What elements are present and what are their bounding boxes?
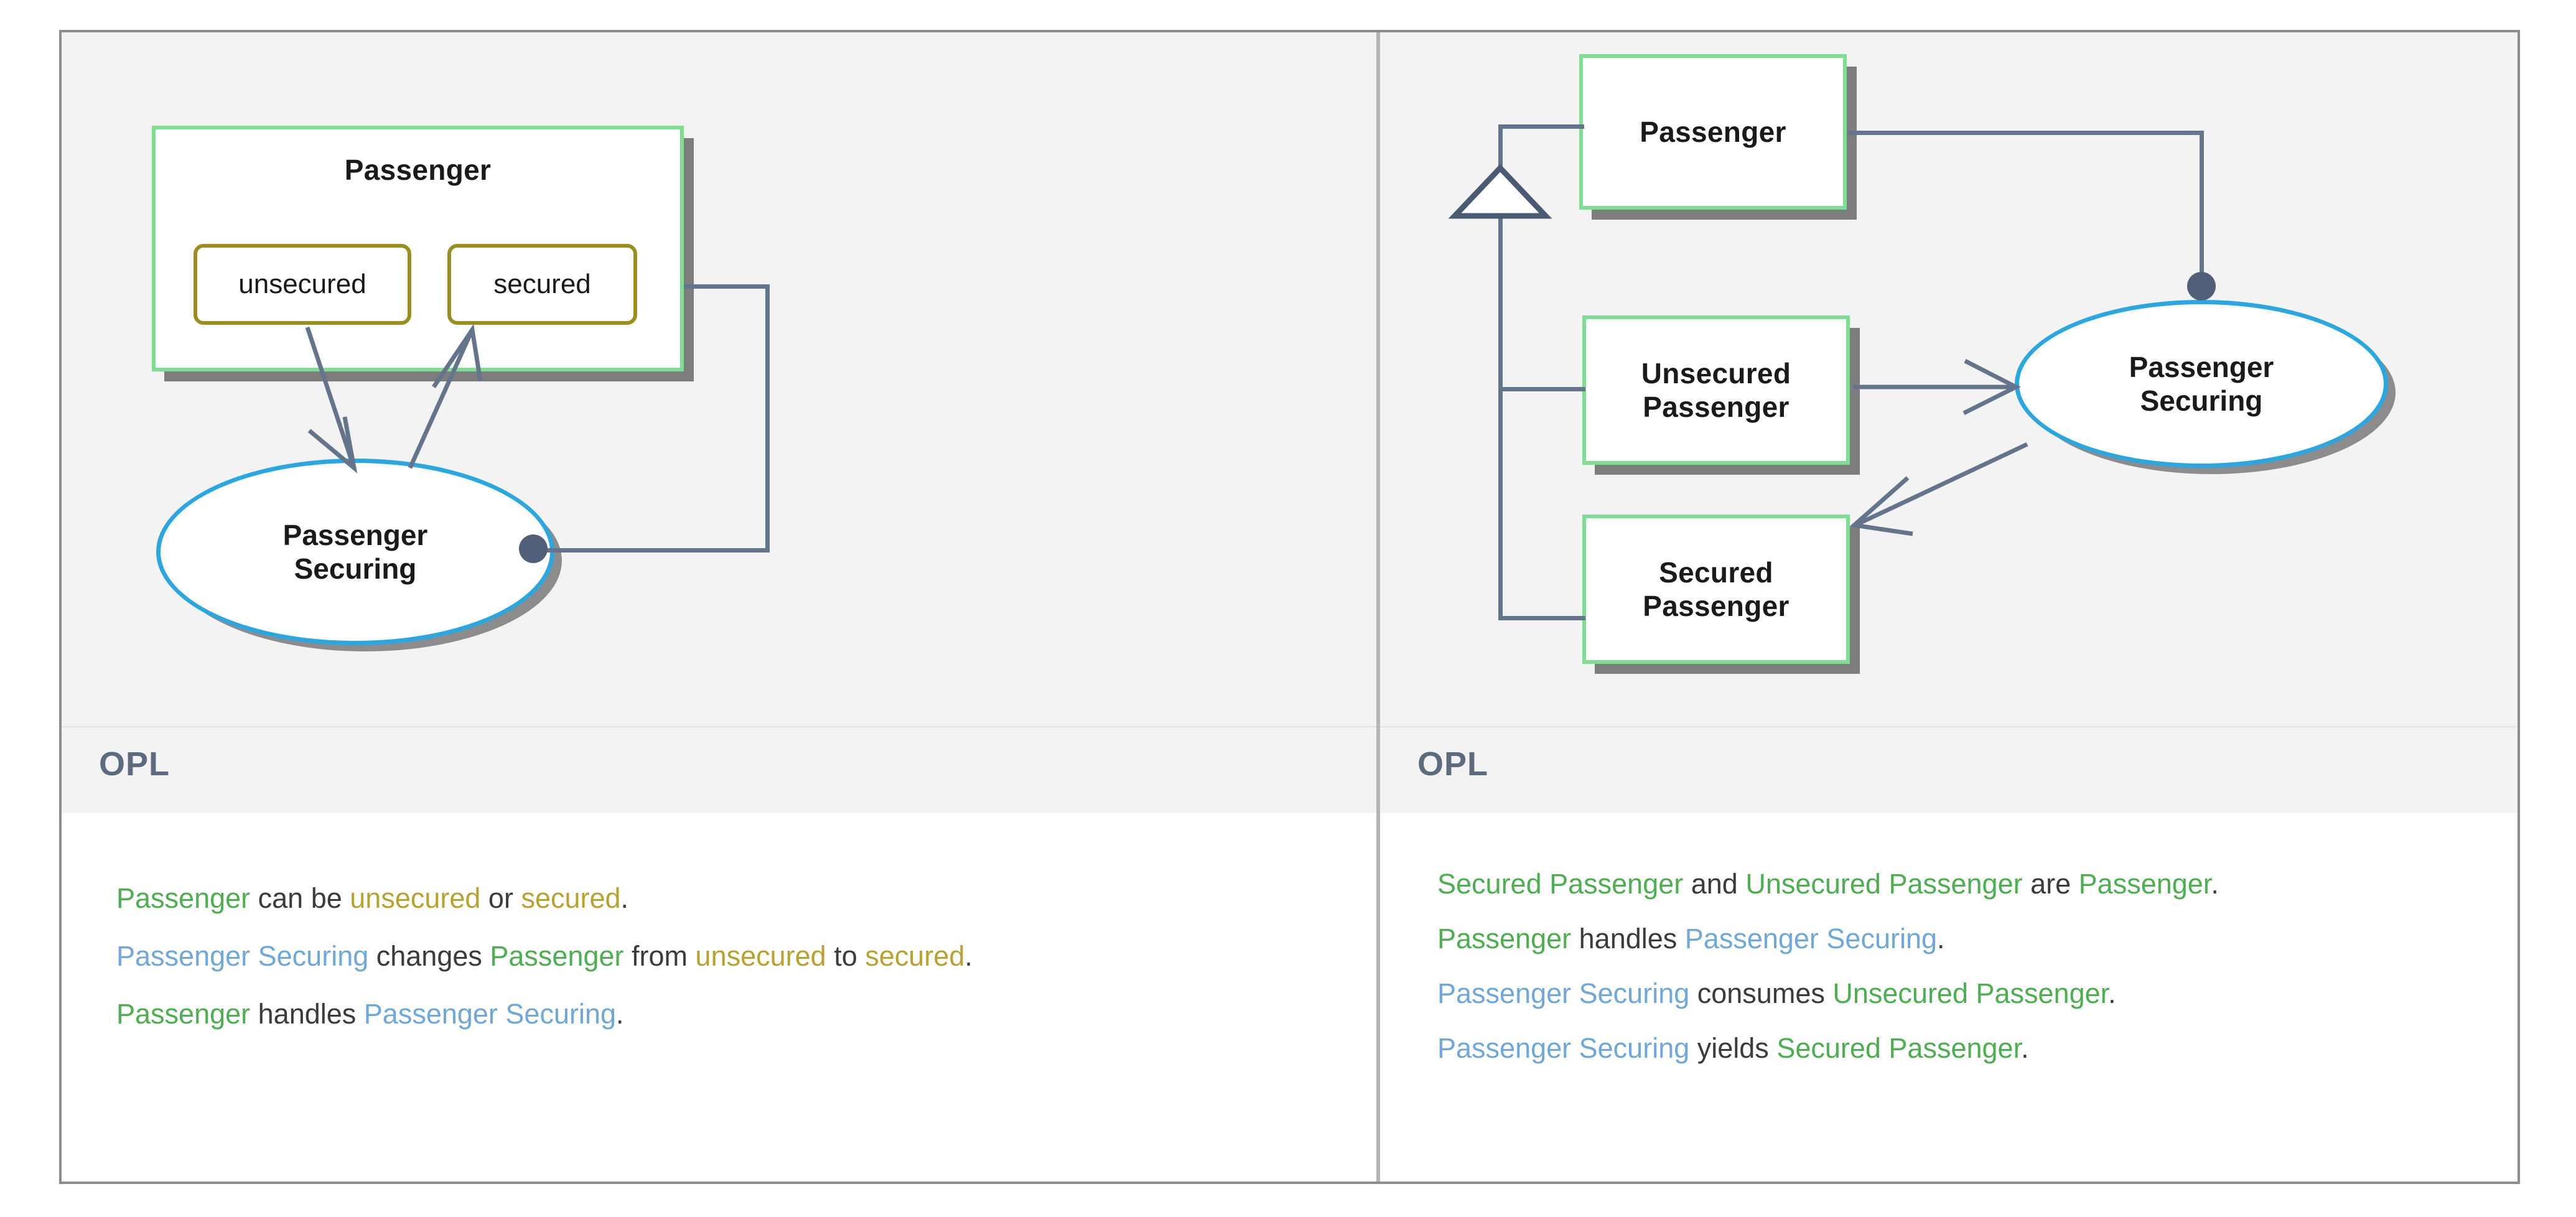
arrow-consumes-head (1962, 358, 2021, 416)
right-diagram-canvas: Passenger Unsecured Passenger Secured Pa… (1380, 32, 2518, 813)
opl-token-state: secured (521, 882, 621, 914)
opl-token-plain: from (623, 940, 696, 972)
left-opl-header: OPL (99, 745, 170, 783)
generalization-link-parent-stem (1498, 124, 1503, 168)
opl-token-plain: are (2022, 868, 2079, 900)
object-secured-passenger[interactable]: Secured Passenger (1582, 515, 1850, 664)
opl-token-obj: Secured Passenger (1437, 868, 1684, 900)
opl-token-obj: Passenger (2078, 868, 2211, 900)
opl-token-proc: Passenger Securing (116, 940, 369, 972)
generalization-link-trunk (1498, 215, 1503, 619)
opl-token-plain: . (620, 882, 629, 914)
state-unsecured[interactable]: unsecured (194, 244, 411, 325)
opl-token-plain: and (1683, 868, 1746, 900)
opl-token-state: unsecured (350, 882, 481, 914)
opl-token-proc: Passenger Securing (1684, 923, 1938, 954)
object-unsecured-passenger-label: Unsecured Passenger (1641, 357, 1791, 423)
opl-statement: Passenger Securing yields Secured Passen… (1437, 1021, 2505, 1076)
opl-token-obj: Unsecured Passenger (1745, 868, 2023, 900)
object-passenger-left-label: Passenger (344, 154, 492, 186)
left-opl-body: Passenger can be unsecured or secured.Pa… (62, 813, 1376, 1182)
object-secured-passenger-label: Secured Passenger (1643, 556, 1790, 622)
handle-link-segment-vertical (765, 284, 770, 552)
left-opl-statements: Passenger can be unsecured or secured.Pa… (116, 869, 1364, 1043)
arrow-yields-line (1857, 442, 2028, 526)
state-secured-label: secured (493, 269, 591, 299)
opl-token-obj: Passenger (116, 998, 251, 1030)
opl-token-plain: yields (1689, 1032, 1777, 1064)
opl-token-plain: handles (1571, 923, 1685, 954)
opl-statement: Passenger Securing changes Passenger fro… (116, 927, 1364, 985)
opl-token-plain: to (826, 940, 866, 972)
object-passenger-right-label: Passenger (1640, 115, 1786, 148)
opl-token-state: secured (865, 940, 965, 972)
handle-link-right-vertical (2200, 131, 2204, 286)
opl-token-obj: Passenger (490, 940, 624, 972)
right-opl-strip: OPL (1380, 726, 2518, 814)
generalization-link-to-secured (1498, 616, 1585, 620)
opl-statement: Passenger Securing consumes Unsecured Pa… (1437, 966, 2505, 1021)
opl-token-plain: changes (368, 940, 490, 972)
opl-token-plain: or (480, 882, 521, 914)
opl-token-plain: . (964, 940, 973, 972)
opl-token-obj: Secured Passenger (1776, 1032, 2022, 1064)
process-passenger-securing-right-label: Passenger Securing (2129, 350, 2274, 417)
state-unsecured-label: unsecured (238, 269, 366, 299)
opl-token-plain: . (2211, 868, 2219, 900)
opl-token-proc: Passenger Securing (1437, 1032, 1690, 1064)
handle-link-right-top (1848, 131, 2204, 135)
left-diagram-canvas: Passenger unsecured secured Passenger Se… (62, 32, 1376, 813)
left-opl-strip: OPL (62, 726, 1376, 814)
opl-token-plain: . (616, 998, 624, 1030)
opl-token-obj: Unsecured Passenger (1832, 977, 2109, 1009)
opl-statement: Passenger can be unsecured or secured. (116, 869, 1364, 927)
opl-token-plain: . (1937, 923, 1945, 954)
right-opl-body: Secured Passenger and Unsecured Passenge… (1380, 813, 2518, 1182)
right-opl-header: OPL (1417, 745, 1489, 783)
process-passenger-securing-left[interactable]: Passenger Securing (156, 459, 554, 645)
opl-token-plain: . (2108, 977, 2116, 1009)
handle-dot-icon (519, 534, 548, 563)
right-panel: Passenger Unsecured Passenger Secured Pa… (1380, 32, 2518, 1182)
handle-dot-icon-right (2187, 272, 2216, 301)
arrow-yields-head (1849, 476, 1913, 536)
opl-token-plain: . (2021, 1032, 2029, 1064)
process-passenger-securing-left-label: Passenger Securing (282, 518, 428, 585)
handle-link-segment-top (684, 284, 770, 289)
triangle-icon (1448, 164, 1552, 219)
opl-token-proc: Passenger Securing (1437, 977, 1690, 1009)
opl-statement: Passenger handles Passenger Securing. (116, 985, 1364, 1043)
generalization-link-to-unsecured (1498, 387, 1585, 391)
opl-token-plain: consumes (1689, 977, 1833, 1009)
opl-statement: Secured Passenger and Unsecured Passenge… (1437, 857, 2505, 912)
opl-token-plain: can be (250, 882, 350, 914)
opl-token-obj: Passenger (116, 882, 251, 914)
object-unsecured-passenger[interactable]: Unsecured Passenger (1582, 315, 1850, 465)
panel-divider (1376, 32, 1380, 1182)
object-passenger-right[interactable]: Passenger (1579, 54, 1847, 210)
generalization-link-to-parent (1500, 124, 1584, 129)
opl-token-proc: Passenger Securing (363, 998, 617, 1030)
opl-token-state: unsecured (695, 940, 826, 972)
state-secured[interactable]: secured (447, 244, 637, 325)
opl-statement: Passenger handles Passenger Securing. (1437, 912, 2505, 966)
left-panel: Passenger unsecured secured Passenger Se… (62, 32, 1376, 1182)
process-passenger-securing-right[interactable]: Passenger Securing (2015, 300, 2388, 468)
right-opl-statements: Secured Passenger and Unsecured Passenge… (1437, 857, 2505, 1076)
handle-link-segment-bottom (534, 548, 770, 553)
opl-token-obj: Passenger (1437, 923, 1572, 954)
opl-token-plain: handles (250, 998, 364, 1030)
